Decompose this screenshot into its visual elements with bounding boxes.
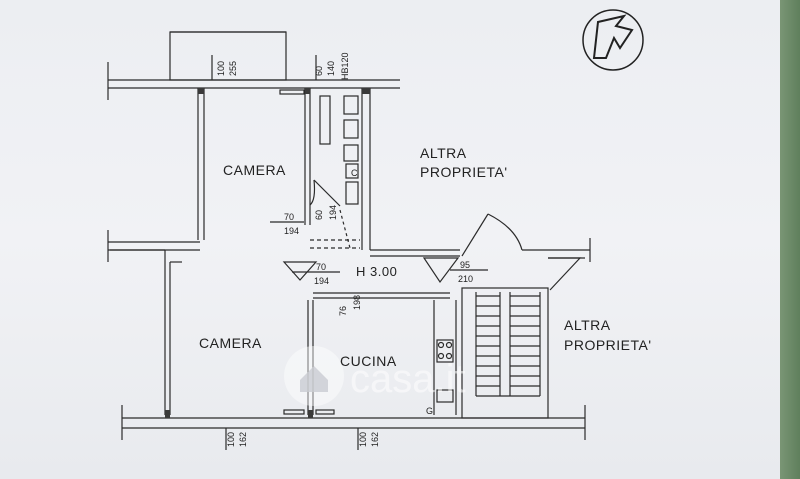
room-label-altra-2-line2: PROPRIETA' (564, 337, 652, 353)
dim-door1-side: 60 (314, 210, 324, 220)
dim-door2-w: 70 (316, 262, 326, 272)
dim-top-w2: 60 (314, 66, 324, 76)
dim-bot-h2: 162 (370, 432, 380, 447)
room-label-camera-bottom: CAMERA (199, 335, 262, 351)
wall-hatches (165, 88, 370, 418)
dim-bot-h1: 162 (238, 432, 248, 447)
plan-lines (107, 31, 591, 450)
room-label-cucina: CUCINA (340, 353, 397, 369)
dim-door1-h: 194 (284, 226, 299, 236)
dim-top-w1: 100 (216, 61, 226, 76)
watermark: casa.it (284, 346, 466, 406)
watermark-text: casa.it (350, 357, 466, 401)
dim-top-hb: HB120 (340, 52, 350, 80)
dim-bot-w1: 100 (226, 432, 236, 447)
dim-door4-h: 210 (458, 274, 473, 284)
dim-door4-w: 95 (460, 260, 470, 270)
fixture-g-mark: G (426, 406, 433, 416)
room-label-altra-1-line2: PROPRIETA' (420, 164, 508, 180)
north-arrow-icon (582, 9, 644, 71)
dim-door3-b: 198 (352, 295, 362, 310)
room-label-camera-top: CAMERA (223, 162, 286, 178)
room-label-altra-2-line1: ALTRA (564, 317, 611, 333)
dim-door3-a: 76 (338, 306, 348, 316)
dim-door1-side2: 194 (328, 205, 338, 220)
dim-bot-w2: 100 (358, 432, 368, 447)
fixture-c-mark: C (351, 168, 358, 178)
height-label: H 3.00 (356, 264, 397, 279)
dim-door1-w: 70 (284, 212, 294, 222)
dim-top-h1: 255 (228, 61, 238, 76)
dim-door2-h: 194 (314, 276, 329, 286)
dimension-labels: 100 255 60 140 HB120 70 194 60 194 70 19… (216, 52, 473, 447)
room-label-altra-1-line1: ALTRA (420, 145, 467, 161)
dim-top-h2: 140 (326, 61, 336, 76)
